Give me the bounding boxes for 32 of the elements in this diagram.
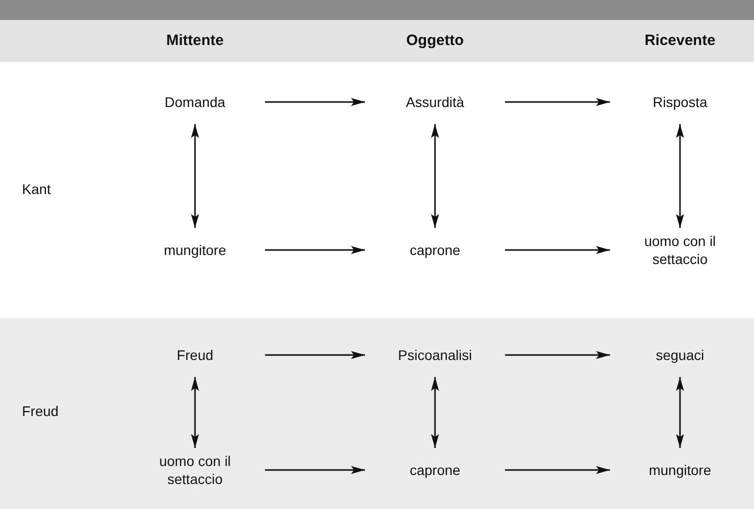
node-label: seguaci (610, 333, 750, 377)
arrow (265, 98, 365, 106)
node-label: uomo con il settaccio (610, 228, 750, 272)
node-label: uomo con il settaccio (125, 448, 265, 492)
node-label: caprone (365, 448, 505, 492)
node-label: mungitore (125, 228, 265, 272)
arrow (676, 124, 684, 228)
row-label: Kant (22, 181, 51, 197)
row-label: Freud (22, 403, 59, 419)
arrow (191, 377, 199, 448)
arrow (265, 466, 365, 474)
arrow (505, 351, 610, 359)
node-label: Psicoanalisi (365, 333, 505, 377)
row-band (0, 318, 754, 509)
arrow (505, 98, 610, 106)
column-heading: Oggetto (406, 32, 464, 49)
arrow (431, 124, 439, 228)
node-label: Domanda (125, 80, 265, 124)
arrow (265, 351, 365, 359)
arrow (265, 246, 365, 254)
arrow (676, 377, 684, 448)
node-label: Risposta (610, 80, 750, 124)
node-label: Freud (125, 333, 265, 377)
column-heading: Mittente (166, 32, 224, 49)
arrow (505, 246, 610, 254)
arrow (191, 124, 199, 228)
arrow (431, 377, 439, 448)
arrow (505, 466, 610, 474)
node-label: mungitore (610, 448, 750, 492)
node-label: Assurdità (365, 80, 505, 124)
column-heading: Ricevente (644, 32, 716, 49)
node-label: caprone (365, 228, 505, 272)
